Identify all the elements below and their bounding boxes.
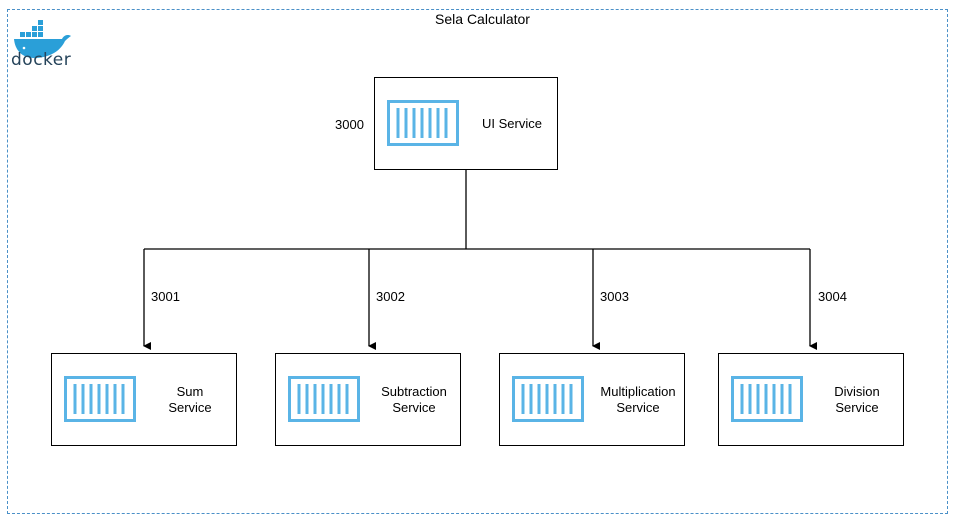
service-label-line1: Division (834, 384, 880, 399)
container-icon (288, 376, 360, 422)
docker-logo-text: docker (11, 50, 72, 70)
service-label-line2: Service (835, 400, 879, 415)
container-icon (387, 100, 459, 146)
division-service-port: 3004 (818, 289, 847, 304)
diagram-title: Sela Calculator (435, 11, 530, 27)
service-label-line1: Multiplication (600, 384, 676, 399)
diagram-frame (7, 9, 948, 514)
service-label-line2: Service (392, 400, 436, 415)
container-icon (512, 376, 584, 422)
ui-service-label: UI Service (482, 116, 542, 131)
service-label-line1: Subtraction (381, 384, 447, 399)
docker-whale-icon (14, 20, 71, 58)
service-label-line2: Service (168, 400, 212, 415)
multiplication-service-label: Multiplication Service (592, 384, 684, 416)
service-label-line1: Sum (176, 384, 204, 399)
multiplication-service-port: 3003 (600, 289, 629, 304)
subtraction-service-port: 3002 (376, 289, 405, 304)
subtraction-service-label: Subtraction Service (369, 384, 459, 416)
sum-service-port: 3001 (151, 289, 180, 304)
container-icon (64, 376, 136, 422)
service-label-line2: Service (616, 400, 660, 415)
sum-service-label: Sum Service (145, 384, 235, 416)
ui-service-port: 3000 (335, 117, 364, 132)
container-icon (731, 376, 803, 422)
division-service-label: Division Service (812, 384, 902, 416)
